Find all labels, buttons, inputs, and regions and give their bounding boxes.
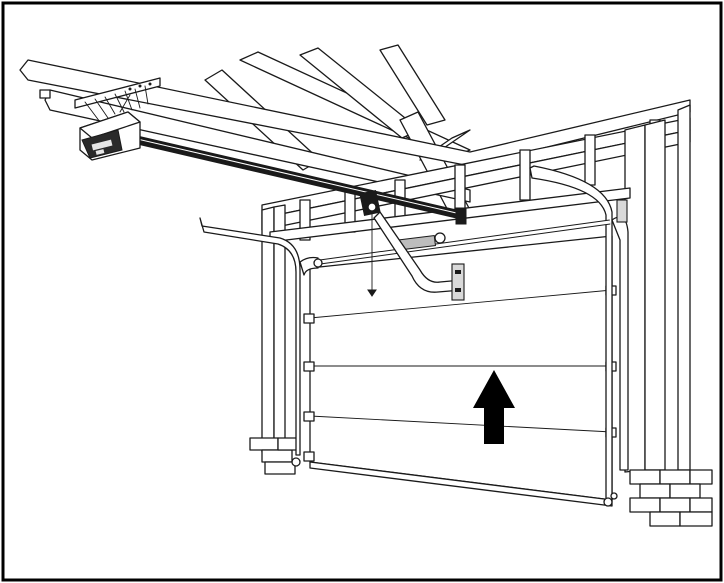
brick-foundation-right	[629, 469, 713, 527]
up-arrow-icon	[473, 370, 515, 444]
trolley-and-door-arm	[359, 189, 465, 301]
opener-motor-unit-icon	[79, 94, 141, 161]
torsion-spring	[313, 219, 611, 268]
garage-door	[303, 235, 617, 507]
brick-foundation-left	[249, 437, 299, 475]
ceiling-hanging-bracket	[39, 77, 161, 123]
roof-trusses	[19, 44, 691, 219]
door-rollers	[291, 457, 618, 507]
